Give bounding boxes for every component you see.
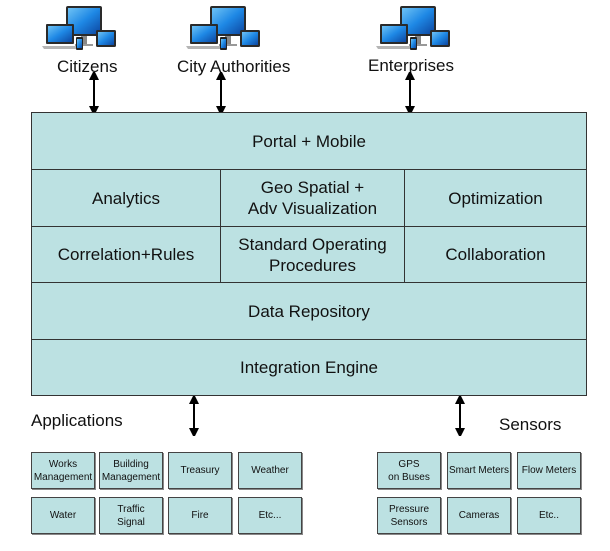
layer-integration-engine: Integration Engine xyxy=(240,358,378,377)
actor-label-enterprises: Enterprises xyxy=(368,56,454,75)
app-works-management: Works Management xyxy=(31,452,95,489)
app-water: Water xyxy=(31,497,95,534)
app-building-management: Building Management xyxy=(99,452,163,489)
layer-analytics: Analytics xyxy=(32,170,221,227)
sensor-gps-on-buses: GPS on Buses xyxy=(377,452,441,489)
sensor-pressure-sensors: Pressure Sensors xyxy=(377,497,441,534)
layer-sop: Standard Operating Procedures xyxy=(221,227,405,283)
actor-label-citizens: Citizens xyxy=(57,57,118,76)
bidirectional-arrow xyxy=(405,72,415,114)
app-etc: Etc... xyxy=(238,497,302,534)
layer-collaboration: Collaboration xyxy=(405,227,586,283)
actor-label-city-authorities: City Authorities xyxy=(177,57,291,76)
app-treasury: Treasury xyxy=(168,452,232,489)
devices-icon xyxy=(186,4,262,52)
layer-correlation-rules: Correlation+Rules xyxy=(32,227,221,283)
app-fire: Fire xyxy=(168,497,232,534)
layer-geo-spatial: Geo Spatial + Adv Visualization xyxy=(221,170,405,227)
layer-portal-mobile: Portal + Mobile xyxy=(32,113,586,170)
bidirectional-arrow xyxy=(455,396,465,436)
devices-icon xyxy=(42,4,118,52)
sensor-smart-meters: Smart Meters xyxy=(447,452,511,489)
devices-icon xyxy=(376,4,452,52)
app-traffic-signal: Traffic Signal xyxy=(99,497,163,534)
sensor-cameras: Cameras xyxy=(447,497,511,534)
applications-label: Applications xyxy=(31,411,123,430)
bidirectional-arrow xyxy=(189,396,199,436)
bidirectional-arrow xyxy=(216,72,226,114)
layer-data-repository: Data Repository xyxy=(32,283,586,340)
bidirectional-arrow xyxy=(89,72,99,114)
sensor-etc: Etc.. xyxy=(517,497,581,534)
layer-optimization: Optimization xyxy=(405,170,586,227)
platform-stack: Portal + Mobile Analytics Geo Spatial + … xyxy=(31,112,587,396)
sensors-label: Sensors xyxy=(499,415,562,434)
app-weather: Weather xyxy=(238,452,302,489)
sensor-flow-meters: Flow Meters xyxy=(517,452,581,489)
